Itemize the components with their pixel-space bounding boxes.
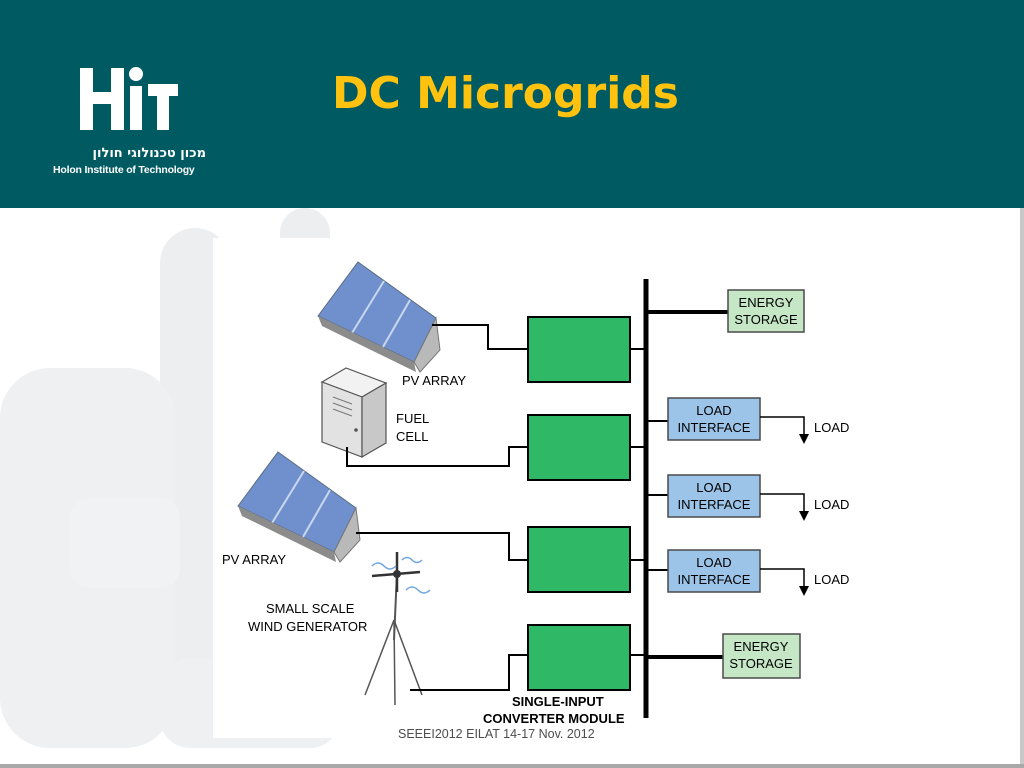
converter-module-3	[527, 526, 631, 593]
fuel-cell-label-line2: CELL	[396, 429, 429, 444]
load-3-arrow-icon	[799, 586, 809, 596]
bottom-edge-line	[0, 764, 1024, 768]
pv-array-2-icon	[237, 451, 361, 563]
energy-storage-1-line1: ENERGY	[739, 295, 794, 310]
converter-module-4	[527, 624, 631, 691]
load-interface-3-line2: INTERFACE	[678, 572, 751, 587]
slide-footer: SEEEI2012 EILAT 14-17 Nov. 2012	[398, 727, 595, 741]
wind-generator-label-line1: SMALL SCALE	[266, 601, 355, 616]
hit-logo-icon	[80, 67, 178, 130]
fuel-cell-icon	[320, 367, 388, 459]
pv-array-2-label: PV ARRAY	[222, 552, 286, 567]
wire-fuelcell-converter	[346, 446, 528, 467]
energy-storage-2	[722, 633, 801, 679]
load-3-label: LOAD	[814, 572, 849, 587]
load-interface-3	[667, 549, 761, 593]
load-2-arrow-icon	[799, 511, 809, 521]
load-interface-2	[667, 474, 761, 518]
wire-load-3	[760, 568, 805, 588]
load-1-arrow-icon	[799, 434, 809, 444]
wire-pv1-converter	[432, 324, 528, 350]
wire-load-1	[760, 416, 805, 436]
load-interface-3-line1: LOAD	[696, 555, 731, 570]
energy-storage-1	[727, 289, 805, 333]
load-interface-1-line2: INTERFACE	[678, 420, 751, 435]
energy-storage-2-line2: STORAGE	[729, 656, 793, 671]
energy-storage-2-line1: ENERGY	[734, 639, 789, 654]
load-interface-1	[667, 397, 761, 441]
slide-title: DC Microgrids	[332, 68, 679, 119]
energy-storage-1-line2: STORAGE	[734, 312, 798, 327]
load-2-label: LOAD	[814, 497, 849, 512]
logo-hebrew-text: מכון טכנולוגי חולון	[92, 146, 206, 161]
wire-load-2	[760, 493, 805, 513]
pv-array-1-icon	[317, 261, 441, 373]
load-1-label: LOAD	[814, 420, 849, 435]
converter-module-label-line1: SINGLE-INPUT	[512, 694, 604, 709]
converter-module-label-line2: CONVERTER MODULE	[483, 711, 625, 726]
load-interface-2-line2: INTERFACE	[678, 497, 751, 512]
wire-pv2-converter	[356, 532, 528, 561]
wind-generator-icon	[364, 552, 431, 706]
load-interface-1-line1: LOAD	[696, 403, 731, 418]
slide-header: מכון טכנולוגי חולון Holon Institute of T…	[0, 0, 1024, 208]
converter-module-1	[527, 316, 631, 383]
wind-generator-label-line2: WIND GENERATOR	[248, 619, 367, 634]
logo-english-text: Holon Institute of Technology	[53, 164, 195, 176]
right-edge-line	[1020, 208, 1024, 768]
converter-module-2	[527, 414, 631, 481]
wire-wind-converter	[410, 654, 528, 691]
pv-array-1-label: PV ARRAY	[402, 373, 466, 388]
fuel-cell-label-line1: FUEL	[396, 411, 429, 426]
load-interface-2-line1: LOAD	[696, 480, 731, 495]
